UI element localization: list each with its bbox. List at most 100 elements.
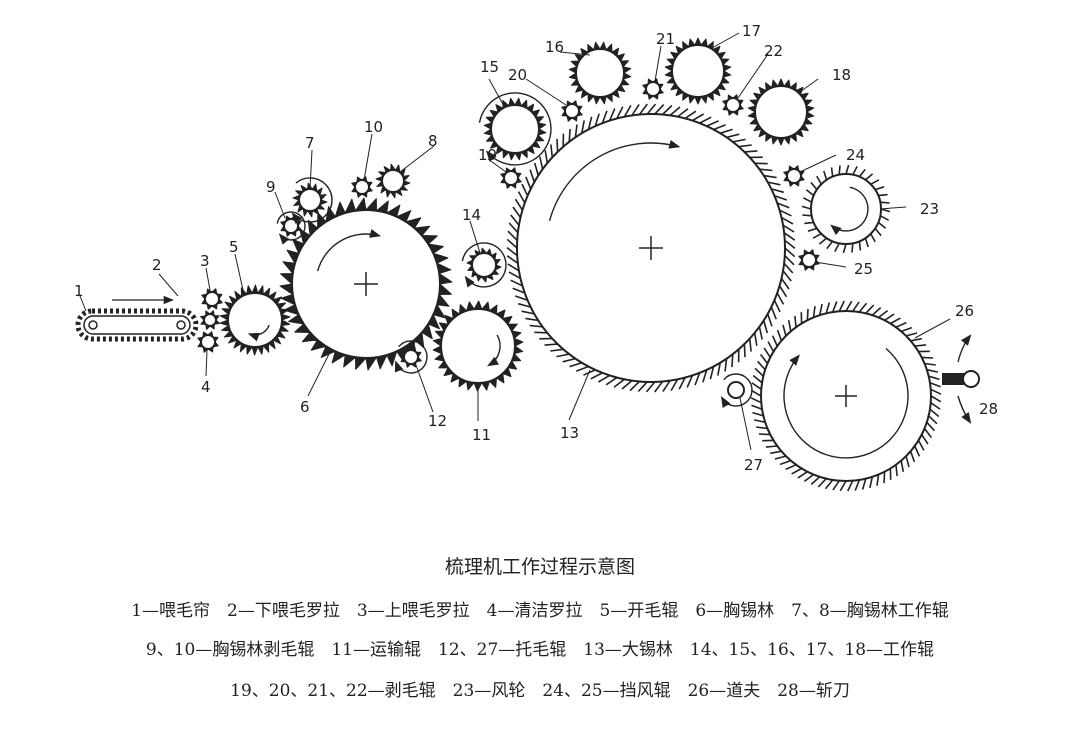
- doffing-comb-knife: [942, 370, 980, 388]
- roller-teeth-16: [568, 41, 632, 105]
- roller-teeth-13: [506, 103, 796, 393]
- leader-line-20: [654, 45, 662, 82]
- leader-line-14: [488, 78, 506, 109]
- legend-line-3: 19、20、21、22—剥毛辊 23—风轮 24、25—挡风辊 26—道夫 28…: [230, 681, 850, 701]
- roller-body-8: [381, 169, 405, 193]
- part-label-25: 25: [854, 260, 873, 278]
- leader-line-24: [814, 261, 847, 268]
- roller-body-9: [283, 218, 299, 234]
- roller-8: [375, 163, 411, 199]
- knife-arrow-down: [957, 395, 972, 424]
- leader-lines: [79, 32, 951, 451]
- rotation-arrows: [247, 92, 972, 459]
- roller-21: [642, 78, 664, 100]
- roller-11: [432, 300, 524, 392]
- legend-line-1: 1—喂毛帘 2—下喂毛罗拉 3—上喂毛罗拉 4—清洁罗拉 5—开毛辊 6—胸锡林…: [131, 601, 949, 621]
- leader-line-3: [205, 349, 208, 377]
- roller-body-2: [203, 313, 217, 327]
- leader-line-19: [525, 78, 567, 106]
- part-label-21: 21: [656, 30, 675, 48]
- rotation-arrow-8: [291, 177, 333, 224]
- roller-3: [201, 288, 223, 310]
- roller-22: [722, 94, 744, 116]
- roller-teeth-26: [750, 300, 942, 492]
- leader-line-22: [879, 206, 907, 210]
- roller-27: [727, 381, 745, 399]
- leader-line-17: [799, 78, 819, 93]
- rotation-arrow-1: [548, 139, 681, 221]
- rotation-arrow-4: [247, 324, 270, 342]
- leader-line-25: [914, 318, 951, 339]
- center-marks: [354, 236, 857, 407]
- rotation-arrow-6: [478, 92, 552, 166]
- roller-teeth-25: [798, 249, 820, 271]
- leader-line-18: [487, 158, 507, 173]
- roller-body-16: [575, 48, 625, 98]
- roller-body-14: [471, 252, 497, 278]
- roller-7: [292, 182, 328, 218]
- center-mark-1: [639, 236, 663, 260]
- part-label-26: 26: [955, 302, 974, 320]
- roller-teeth-19: [500, 167, 522, 189]
- roller-teeth-18: [747, 78, 815, 146]
- rotation-arrow-0: [317, 229, 382, 272]
- part-label-3: 3: [200, 252, 210, 270]
- rotation-arrow-3: [487, 334, 501, 367]
- leader-line-8: [274, 191, 286, 219]
- roller-body-23: [810, 173, 882, 245]
- rotation-arrow-5: [830, 186, 869, 236]
- roller-body-4: [200, 334, 216, 350]
- roller-teeth-4: [197, 331, 219, 353]
- part-label-9: 9: [266, 178, 276, 196]
- part-label-11: 11: [472, 426, 491, 444]
- rotation-arrow-9: [276, 211, 306, 245]
- leader-line-4: [234, 253, 244, 291]
- leader-line-9: [363, 133, 373, 181]
- part-label-24: 24: [846, 146, 865, 164]
- part-label-8: 8: [428, 132, 438, 150]
- knife-arrow-up: [957, 334, 972, 363]
- part-label-4: 4: [201, 378, 211, 396]
- leader-line-13: [469, 220, 481, 254]
- roller-20: [561, 100, 583, 122]
- roller-14: [466, 247, 502, 283]
- roller-12: [400, 346, 422, 368]
- roller-body-17: [671, 44, 725, 98]
- part-label-27: 27: [744, 456, 763, 474]
- roller-teeth-6: [279, 197, 453, 371]
- leader-line-23: [799, 154, 837, 173]
- part-label-28: 28: [979, 400, 998, 418]
- roller-teeth-11: [432, 300, 524, 392]
- roller-body-22: [725, 97, 741, 113]
- roller-17: [664, 37, 732, 105]
- roller-teeth-23: [801, 164, 891, 254]
- part-label-23: 23: [920, 200, 939, 218]
- rotation-arrow-10: [394, 340, 428, 374]
- roller-teeth-21: [642, 78, 664, 100]
- roller-body-20: [564, 103, 580, 119]
- roller-10: [351, 176, 373, 198]
- roller-teeth-22: [722, 94, 744, 116]
- legend-line-2: 9、10—胸锡林剥毛辊 11—运输辊 12、27—托毛辊 13—大锡林 14、1…: [145, 640, 935, 660]
- part-label-20: 20: [508, 66, 527, 84]
- rotation-arrow-11: [720, 373, 753, 408]
- center-mark-2: [835, 385, 857, 407]
- leader-line-26: [739, 397, 752, 451]
- roller-16: [568, 41, 632, 105]
- roller-15: [483, 97, 547, 161]
- leader-line-7: [399, 145, 435, 173]
- roller-19: [500, 167, 522, 189]
- roller-23: [801, 164, 891, 254]
- part-label-6: 6: [300, 398, 310, 416]
- roller-body-27: [727, 381, 745, 399]
- part-label-5: 5: [229, 238, 239, 256]
- diagram-title: 梳理机工作过程示意图: [444, 556, 635, 578]
- roller-body-11: [440, 308, 516, 384]
- part-label-16: 16: [545, 38, 564, 56]
- part-label-15: 15: [480, 58, 499, 76]
- part-label-17: 17: [742, 22, 761, 40]
- part-label-12: 12: [428, 412, 447, 430]
- roller-teeth-20: [561, 100, 583, 122]
- roller-body-12: [403, 349, 419, 365]
